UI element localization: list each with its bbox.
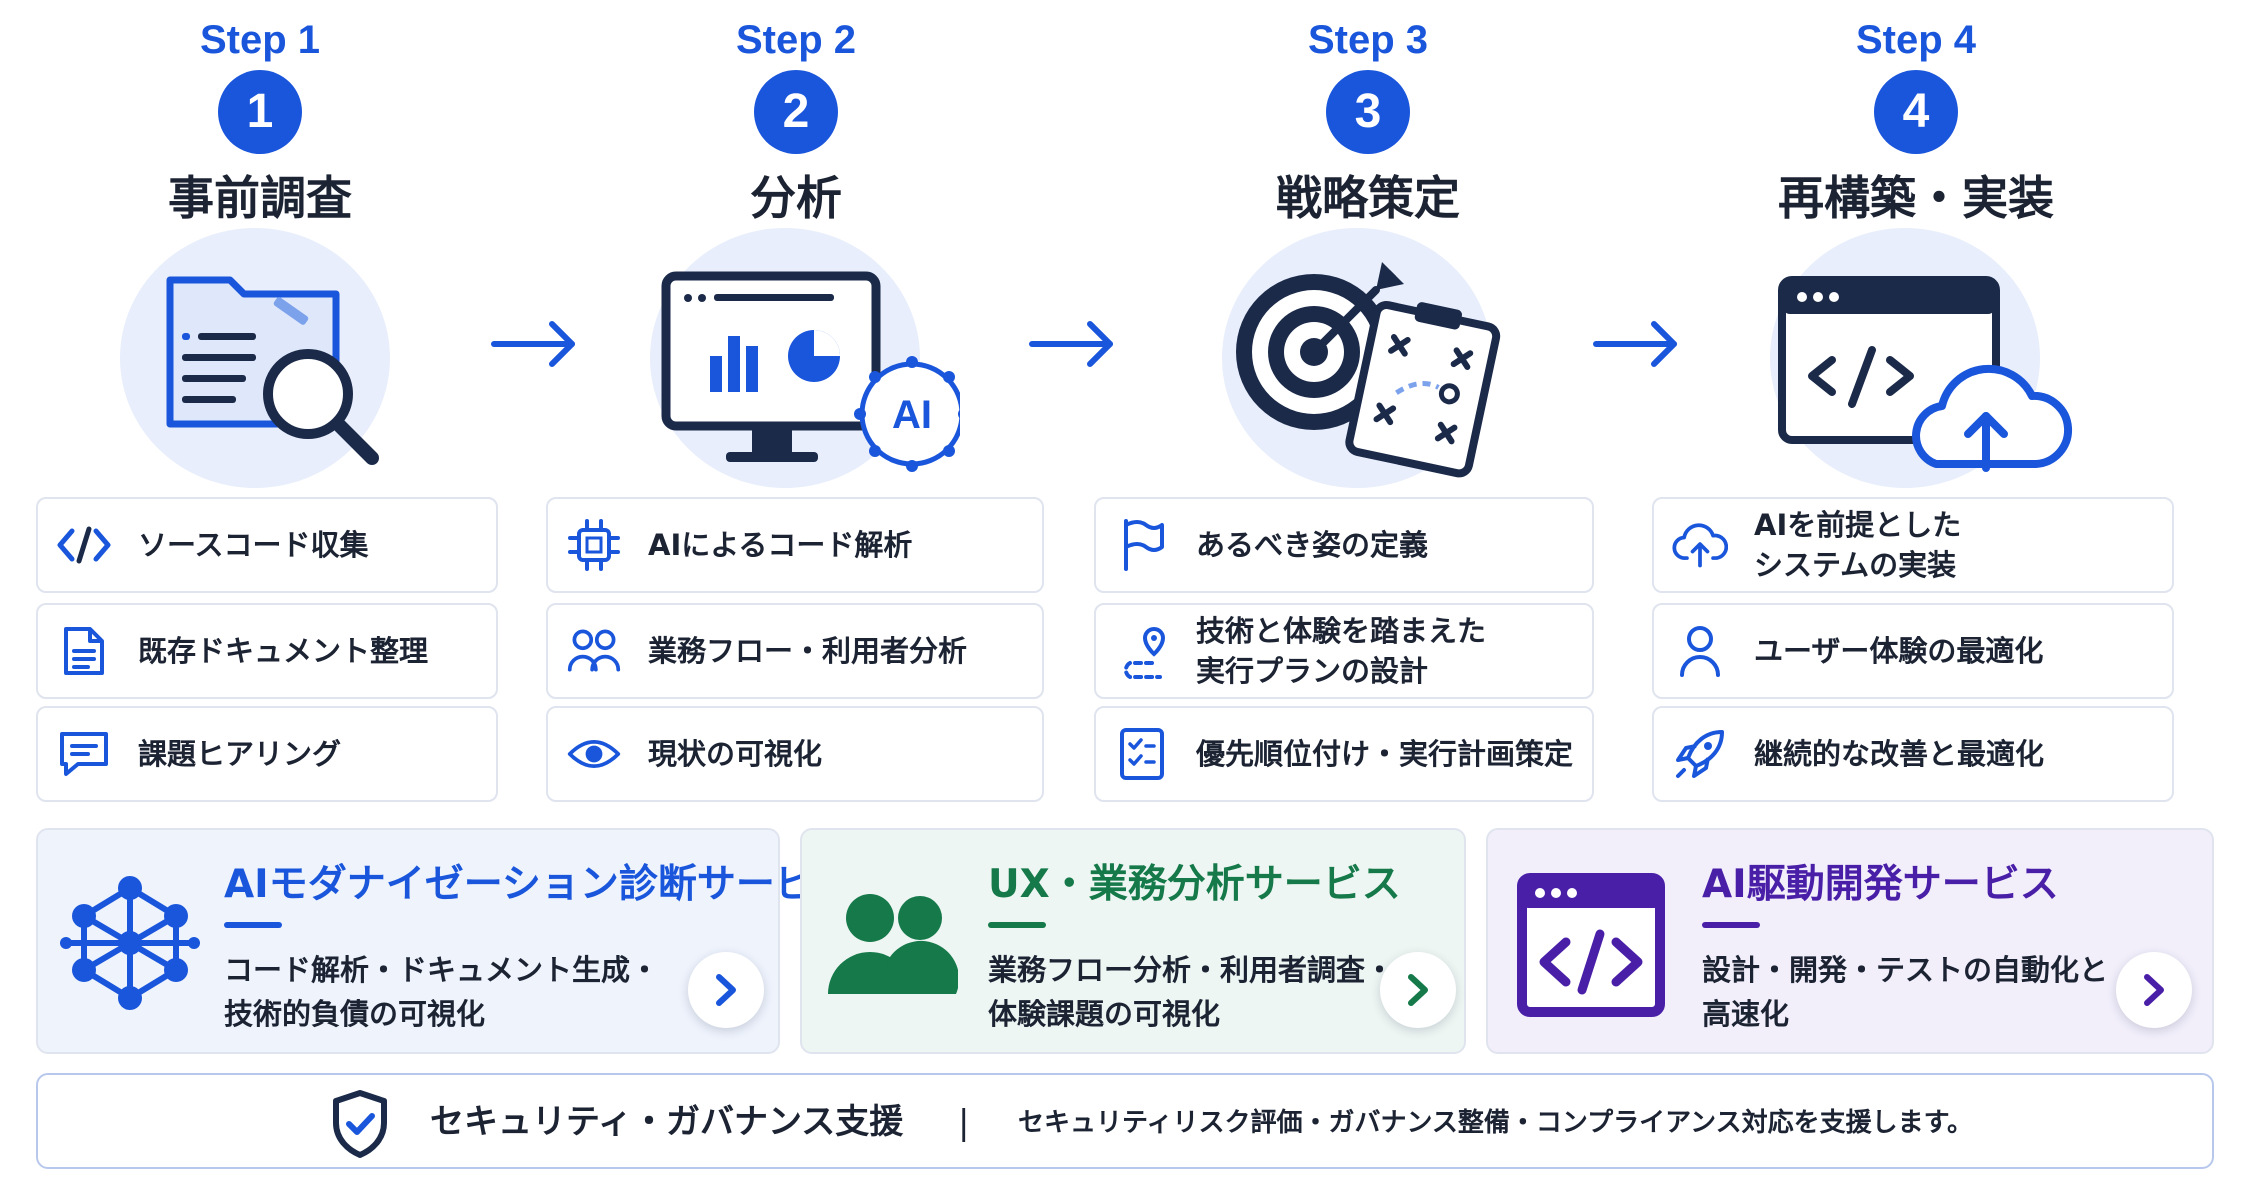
document-icon [56,623,112,679]
users-icon [566,623,622,679]
network-icon [60,870,200,1020]
task-card: 優先順位付け・実行計画策定 [1094,706,1594,802]
task-label: 技術と体験を踏まえた 実行プランの設計 [1196,614,1487,688]
task-card: AIによるコード解析 [546,497,1044,593]
chevron-right-icon [2144,974,2164,1006]
task-label: ユーザー体験の最適化 [1754,634,2044,668]
chat-icon [56,726,112,782]
task-label: 課題ヒアリング [138,737,342,771]
security-separator: | [958,1103,970,1143]
service-title-underline [1702,922,1760,928]
service-description: 設計・開発・テストの自動化と 高速化 [1702,953,2109,1031]
service-description: 業務フロー分析・利用者調査・ 体験課題の可視化 [988,953,1395,1031]
service-title: UX・業務分析サービス [988,862,1401,907]
service-open-button[interactable] [1380,952,1456,1028]
task-card: 技術と体験を踏まえた 実行プランの設計 [1094,603,1594,699]
monitor-chart-ai-icon: AI [640,228,960,488]
flow-arrow-icon [1593,321,1677,367]
folder-magnifier-icon [110,228,410,488]
service-description: コード解析・ドキュメント生成・ 技術的負債の可視化 [224,953,660,1031]
task-card: AIを前提とした システムの実装 [1652,497,2174,593]
task-card: 既存ドキュメント整理 [36,603,498,699]
task-label: あるべき姿の定義 [1196,528,1429,562]
flag-icon [1114,517,1170,573]
flow-arrow-icon [491,321,575,367]
step-label: Step 3 [1307,18,1429,62]
step-label: Step 2 [735,18,857,62]
step-label: Step 1 [199,18,321,62]
code-icon [56,517,112,573]
flow-arrow-icon [1029,321,1113,367]
chevron-right-icon [716,974,736,1006]
service-card-ai-development[interactable]: AI駆動開発サービス 設計・開発・テストの自動化と 高速化 [1486,828,2214,1054]
task-label: ソースコード収集 [138,528,369,562]
service-title: AIモダナイゼーション診断サービス [224,862,853,907]
step-1-header: Step 1 1 事前調査 [0,14,520,230]
user-icon [1672,623,1728,679]
task-card: 業務フロー・利用者分析 [546,603,1044,699]
step-label: Step 4 [1855,18,1977,62]
step-number-badge: 2 [754,70,838,154]
rocket-icon [1672,726,1728,782]
task-label: AIによるコード解析 [648,528,913,562]
task-card: ソースコード収集 [36,497,498,593]
security-title: セキュリティ・ガバナンス支援 [430,1102,904,1142]
shield-check-icon [330,1089,390,1163]
step-number-badge: 3 [1326,70,1410,154]
cloud-upload-icon [1672,517,1728,573]
chevron-right-icon [1408,974,1428,1006]
service-card-ux-analysis[interactable]: UX・業務分析サービス 業務フロー分析・利用者調査・ 体験課題の可視化 [800,828,1466,1054]
step-4-header: Step 4 4 再構築・実装 [1656,14,2176,230]
task-label: 既存ドキュメント整理 [138,634,429,668]
step-title: 分析 [750,171,842,225]
people-icon [828,890,960,1004]
eye-icon [566,726,622,782]
browser-code-cloud-icon [1760,228,2073,488]
security-description: セキュリティリスク評価・ガバナンス整備・コンプライアンス対応を支援します。 [1018,1108,1973,1138]
step-title: 戦略策定 [1276,171,1460,225]
task-label: 継続的な改善と最適化 [1754,737,2045,771]
task-label: 現状の可視化 [648,737,823,771]
code-window-icon [1516,872,1666,1022]
service-open-button[interactable] [688,952,764,1028]
task-card: ユーザー体験の最適化 [1652,603,2174,699]
service-title-underline [224,922,282,928]
service-title-underline [988,922,1046,928]
step-number-badge: 1 [218,70,302,154]
checklist-icon [1114,726,1170,782]
security-governance-bar: セキュリティ・ガバナンス支援 | セキュリティリスク評価・ガバナンス整備・コンプ… [36,1073,2214,1169]
step-2-header: Step 2 2 分析 [536,14,1056,230]
chip-icon [566,517,622,573]
task-label: AIを前提とした システムの実装 [1754,508,1962,582]
task-label: 優先順位付け・実行計画策定 [1196,737,1574,771]
step-title: 事前調査 [168,171,352,225]
task-card: 継続的な改善と最適化 [1652,706,2174,802]
ai-badge-text: AI [892,393,932,437]
task-card: あるべき姿の定義 [1094,497,1594,593]
target-clipboard-icon [1212,228,1512,488]
service-card-ai-modernization[interactable]: AIモダナイゼーション診断サービス コード解析・ドキュメント生成・ 技術的負債の… [36,828,853,1054]
service-open-button[interactable] [2116,952,2192,1028]
task-label: 業務フロー・利用者分析 [648,634,968,668]
service-title: AI駆動開発サービス [1702,862,2059,907]
task-card: 課題ヒアリング [36,706,498,802]
route-icon [1114,623,1170,679]
step-title: 再構築・実装 [1778,171,2054,225]
step-number-badge: 4 [1874,70,1958,154]
step-3-header: Step 3 3 戦略策定 [1108,14,1628,230]
task-card: 現状の可視化 [546,706,1044,802]
